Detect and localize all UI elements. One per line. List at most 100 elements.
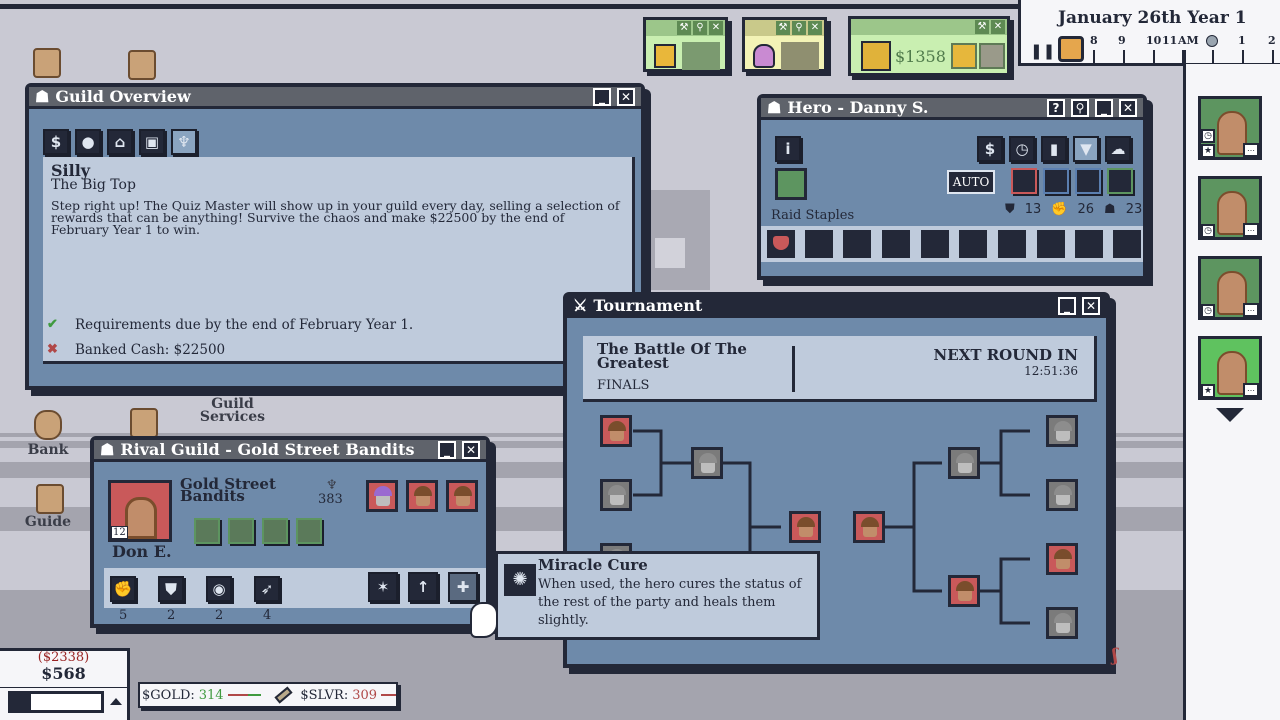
weapon-slot[interactable] — [296, 518, 322, 544]
bracket-hero-portrait[interactable] — [1046, 607, 1078, 639]
close-icon[interactable]: ✕ — [808, 21, 822, 35]
minimize-button[interactable]: _ — [1095, 98, 1113, 117]
helmet-slot[interactable] — [194, 518, 220, 544]
bracket-hero-portrait[interactable] — [600, 479, 632, 511]
guide-book-icon[interactable] — [36, 484, 64, 514]
hero-icon: ☗ — [767, 98, 782, 117]
pause-button[interactable]: ❚❚ — [1030, 42, 1056, 60]
expand-up-arrow[interactable] — [110, 698, 122, 705]
legs-slot[interactable] — [262, 518, 288, 544]
bracket-hero-portrait[interactable] — [1046, 543, 1078, 575]
experience-bar-box — [0, 688, 130, 720]
guide-label[interactable]: Guide — [24, 514, 72, 530]
thought-icon[interactable]: ☁ — [1105, 136, 1131, 162]
bracket-hero-portrait[interactable] — [948, 447, 980, 479]
close-button[interactable]: ✕ — [617, 87, 635, 106]
heroes-tab-icon[interactable]: ● — [75, 129, 101, 155]
finance-tab-icon[interactable]: $ — [43, 129, 69, 155]
minimize-button[interactable]: _ — [438, 440, 456, 459]
roster-hero-3[interactable]: ◷… — [1198, 256, 1262, 320]
rival-member-portrait[interactable] — [406, 480, 438, 512]
bell-muted-icon[interactable] — [979, 43, 1005, 69]
help-button[interactable]: ? — [1047, 98, 1065, 117]
close-icon[interactable]: ✕ — [991, 20, 1005, 34]
empty-slot[interactable] — [959, 230, 987, 258]
bracket-hero-portrait[interactable] — [691, 447, 723, 479]
empty-slot[interactable] — [843, 230, 871, 258]
skill-tooltip: ✺ Miracle Cure When used, the hero cures… — [495, 551, 820, 640]
storage-box-icon[interactable] — [128, 50, 156, 80]
close-icon[interactable]: ✕ — [709, 21, 723, 35]
rival-leader-portrait[interactable]: 12 — [108, 480, 172, 542]
date-label: January 26th Year 1 — [1058, 8, 1247, 28]
bell-icon[interactable] — [951, 43, 977, 69]
bank-icon[interactable] — [34, 410, 62, 440]
helmet-slot[interactable] — [1011, 168, 1037, 194]
silver-label: $SLVR: — [300, 687, 349, 703]
party-buff-skill-icon[interactable]: ↑ — [408, 572, 438, 602]
roster-hero-1[interactable]: ◷★… — [1198, 96, 1262, 160]
legs-slot[interactable] — [1075, 168, 1101, 194]
bracket-finalist-portrait[interactable] — [853, 511, 885, 543]
close-button[interactable]: ✕ — [1082, 296, 1100, 315]
guild-services-label[interactable]: Guild Services — [199, 396, 266, 425]
finance-icon[interactable]: $ — [977, 136, 1003, 162]
scroll-down-arrow[interactable] — [1216, 408, 1244, 422]
hero-avatar[interactable] — [861, 41, 891, 71]
bracket-hero-portrait[interactable] — [1046, 415, 1078, 447]
empty-slot[interactable] — [998, 230, 1026, 258]
hero-cash-widget[interactable]: ⚒✕ $1358 — [848, 16, 1010, 76]
roster-hero-2[interactable]: ◷… — [1198, 176, 1262, 240]
wrench-icon[interactable]: ⚒ — [677, 21, 691, 35]
empty-slot[interactable] — [1037, 230, 1065, 258]
weapon-slot[interactable] — [1107, 168, 1133, 194]
trophy-icon[interactable] — [130, 408, 158, 438]
window-title: Guild Overview — [55, 87, 191, 106]
wrench-slot-icon[interactable] — [781, 42, 819, 70]
bracket-finalist-portrait[interactable] — [789, 511, 821, 543]
wrench-slot-icon[interactable] — [682, 42, 720, 70]
stats-chart-icon[interactable]: ▮ — [1041, 136, 1067, 162]
bracket-hero-portrait[interactable] — [1046, 479, 1078, 511]
minimize-button[interactable]: _ — [1058, 296, 1076, 315]
pin-button[interactable]: ⚲ — [1071, 98, 1089, 117]
empty-slot[interactable] — [805, 230, 833, 258]
empty-slot[interactable] — [921, 230, 949, 258]
ruby-item-slot[interactable] — [767, 230, 795, 258]
chest-slot[interactable] — [228, 518, 254, 544]
hero-portrait[interactable] — [775, 168, 807, 200]
empty-slot[interactable] — [1113, 230, 1141, 258]
requirement-text: Requirements due by the end of February … — [75, 317, 414, 333]
consumable-slots — [761, 226, 1143, 262]
gold-trend-line — [227, 694, 262, 696]
wrench-icon[interactable]: ⚒ — [975, 20, 989, 34]
pin-icon[interactable]: ⚲ — [792, 21, 806, 35]
calendar-tab-icon[interactable]: ▣ — [139, 129, 165, 155]
roster-hero-4[interactable]: ★… — [1198, 336, 1262, 400]
house-tab-icon[interactable]: ⌂ — [107, 129, 133, 155]
stopwatch-icon[interactable]: ◷ — [1009, 136, 1035, 162]
crafting-widget-2[interactable]: ⚒⚲✕ — [742, 17, 827, 72]
trophy-tab-icon[interactable]: ♆ — [171, 129, 197, 155]
info-icon[interactable]: i — [775, 136, 801, 162]
chest-slot[interactable] — [1043, 168, 1069, 194]
pin-icon[interactable]: ⚲ — [693, 21, 707, 35]
bracket-hero-portrait[interactable] — [600, 415, 632, 447]
rival-member-portrait[interactable] — [446, 480, 478, 512]
close-button[interactable]: ✕ — [462, 440, 480, 459]
close-button[interactable]: ✕ — [1119, 98, 1137, 117]
skill-icon[interactable]: ✶ — [368, 572, 398, 602]
crafting-widget-1[interactable]: ⚒⚲✕ — [643, 17, 728, 72]
bank-label[interactable]: Bank — [27, 442, 69, 458]
wrench-icon[interactable]: ⚒ — [776, 21, 790, 35]
auto-equip-button[interactable]: AUTO — [947, 170, 995, 194]
empty-slot[interactable] — [1075, 230, 1103, 258]
miracle-cure-skill-icon[interactable]: ✚ — [448, 572, 478, 602]
scenario-subtitle: The Big Top — [51, 177, 136, 193]
map-scroll-icon[interactable] — [33, 48, 61, 78]
armor-icon[interactable]: ▼ — [1073, 136, 1099, 162]
minimize-button[interactable]: _ — [593, 87, 611, 106]
empty-slot[interactable] — [882, 230, 910, 258]
bracket-hero-portrait[interactable] — [948, 575, 980, 607]
rival-member-portrait[interactable] — [366, 480, 398, 512]
